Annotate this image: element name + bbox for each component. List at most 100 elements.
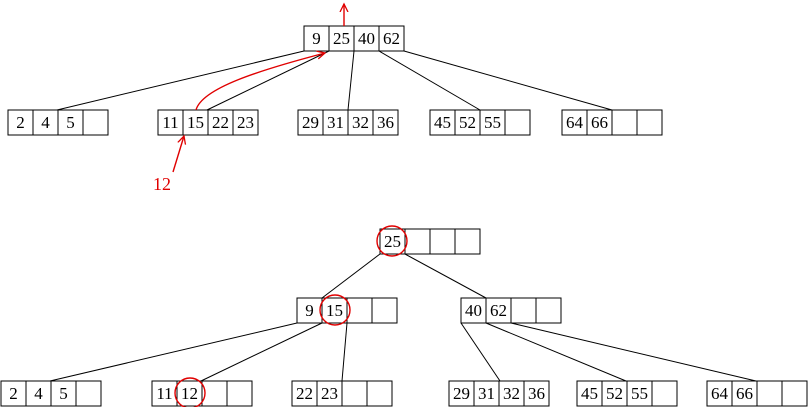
- node-key: 15: [187, 113, 204, 132]
- node-key: 40: [465, 301, 482, 320]
- node-key: 55: [484, 113, 501, 132]
- insert-key-label: 12: [153, 174, 171, 194]
- node-cell: [454, 228, 481, 255]
- node-cell: [182, 109, 209, 136]
- node-key: 9: [305, 301, 314, 320]
- node-key: 5: [66, 113, 75, 132]
- node-key: 9: [312, 29, 321, 48]
- bottom-internal-node: 40 62: [460, 297, 562, 324]
- node-key: 29: [302, 113, 319, 132]
- top-leaf-node: 45 52 55: [429, 109, 531, 136]
- node-key: 2: [9, 384, 18, 403]
- edge: [510, 322, 757, 382]
- top-leaf-node: 64 66: [561, 109, 663, 136]
- node-cell: [82, 109, 109, 136]
- node-key: 32: [503, 384, 520, 403]
- node-key: 31: [327, 113, 344, 132]
- node-cell: [226, 380, 253, 407]
- node-cell: [756, 380, 783, 407]
- node-key: 23: [321, 384, 338, 403]
- node-key: 25: [333, 29, 350, 48]
- node-key: 12: [181, 384, 198, 403]
- node-key: 5: [59, 384, 68, 403]
- node-key: 4: [34, 384, 43, 403]
- promote-curve-arrow: [195, 53, 325, 111]
- node-cell: [207, 109, 234, 136]
- node-key: 36: [528, 384, 545, 403]
- node-cell: [586, 109, 613, 136]
- node-key: 66: [591, 113, 608, 132]
- bottom-tree-edges: [49, 253, 757, 382]
- node-cell: [460, 297, 487, 324]
- highlight-circle-15: [319, 294, 351, 326]
- node-key: 22: [296, 384, 313, 403]
- bottom-leaf-node: 11 12: [151, 380, 253, 407]
- node-cell: [429, 109, 456, 136]
- node-key: 66: [736, 384, 753, 403]
- node-cell: [341, 380, 368, 407]
- node-cell: [50, 380, 77, 407]
- edge: [485, 322, 627, 382]
- bottom-leaf-node: 45 52 55: [576, 380, 678, 407]
- node-cell: [291, 380, 318, 407]
- node-cell: [0, 380, 27, 407]
- node-key: 40: [358, 29, 375, 48]
- node-key: 11: [156, 384, 172, 403]
- edge: [341, 322, 348, 382]
- node-key: 52: [606, 384, 623, 403]
- node-key: 55: [631, 384, 648, 403]
- bottom-internal-node: 9 15: [296, 297, 398, 324]
- node-cell: [404, 228, 431, 255]
- node-key: 23: [237, 113, 254, 132]
- node-cell: [611, 109, 638, 136]
- node-cell: [232, 109, 259, 136]
- node-key: 64: [566, 113, 584, 132]
- node-key: 31: [478, 384, 495, 403]
- node-key: 2: [16, 113, 25, 132]
- node-cell: [157, 109, 184, 136]
- edge: [347, 50, 355, 111]
- highlight-circle-12: [174, 377, 206, 407]
- node-cell: [706, 380, 733, 407]
- node-key: 62: [490, 301, 507, 320]
- edge: [56, 50, 305, 111]
- edge: [206, 50, 330, 111]
- node-key: 45: [434, 113, 451, 132]
- node-cell: [176, 380, 203, 407]
- highlight-circle-25: [376, 225, 408, 257]
- node-key: 15: [326, 301, 343, 320]
- bottom-leaf-node: 22 23: [291, 380, 393, 407]
- node-cell: [353, 25, 380, 52]
- node-cell: [296, 297, 323, 324]
- node-cell: [346, 297, 373, 324]
- node-cell: [372, 109, 399, 136]
- node-cell: [201, 380, 228, 407]
- edge: [321, 253, 381, 299]
- edge: [49, 322, 298, 382]
- node-cell: [454, 109, 481, 136]
- bottom-root-node: 25: [379, 228, 481, 255]
- insert-arrow: [172, 136, 184, 173]
- node-cell: [378, 25, 405, 52]
- top-tree-edges: [56, 50, 613, 111]
- node-cell: [75, 380, 102, 407]
- node-cell: [448, 380, 475, 407]
- edge: [460, 322, 501, 382]
- node-key: 52: [459, 113, 476, 132]
- node-cell: [429, 228, 456, 255]
- node-cell: [523, 380, 550, 407]
- node-key: 45: [581, 384, 598, 403]
- node-cell: [347, 109, 374, 136]
- node-cell: [371, 297, 398, 324]
- node-cell: [57, 109, 84, 136]
- node-cell: [535, 297, 562, 324]
- node-cell: [504, 109, 531, 136]
- node-cell: [379, 228, 406, 255]
